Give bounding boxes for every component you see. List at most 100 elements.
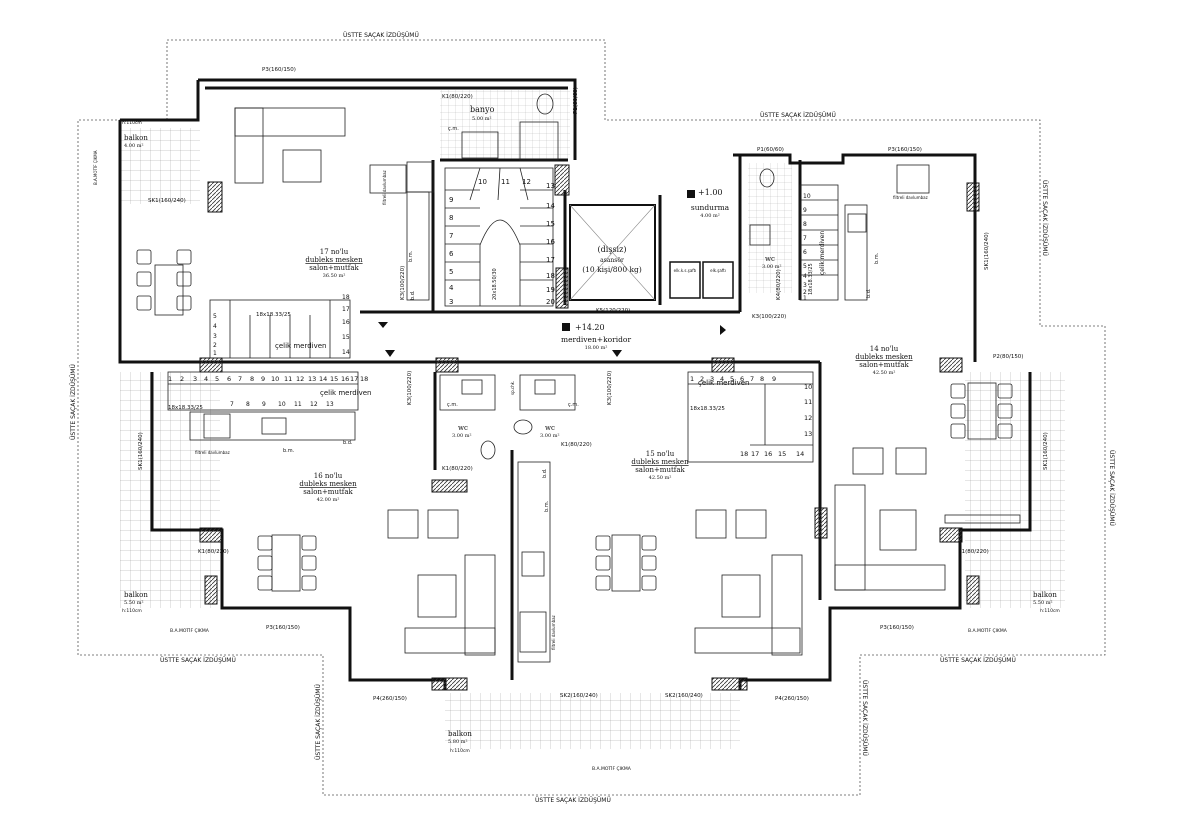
svg-text:P3(160/150): P3(160/150) [880, 625, 914, 631]
banyo-floor [440, 90, 570, 160]
svg-text:K1(80/220): K1(80/220) [442, 466, 473, 472]
svg-text:salon+mutfak: salon+mutfak [859, 361, 909, 369]
h-note-bc: h:110cm [450, 748, 470, 754]
svg-text:9: 9 [449, 196, 453, 204]
eave-right-side: ÜSTTE SAÇAK İZDÜŞÜMÜ [1041, 180, 1048, 256]
svg-text:13: 13 [546, 182, 555, 190]
svg-text:10: 10 [804, 383, 812, 391]
u16-stair-numbers: 1 2 3 4 5 6 7 8 9 10 11 12 13 14 15 16 1… [168, 375, 368, 383]
svg-text:17: 17 [350, 375, 358, 383]
motif-note-bl: B.A.MOTİF ÇIKMA [170, 627, 210, 634]
svg-text:17: 17 [546, 256, 555, 264]
u15-stair-numbers: 1 2 3 4 5 6 7 8 9 10 11 12 13 18 17 16 1… [690, 375, 812, 458]
exterior-walls [118, 78, 1032, 690]
svg-text:12: 12 [804, 414, 812, 422]
svg-text:8: 8 [760, 375, 764, 383]
svg-text:3: 3 [449, 298, 453, 306]
svg-text:4: 4 [449, 284, 454, 292]
svg-text:1: 1 [168, 375, 172, 383]
elevator-label-2: asansör [600, 257, 624, 264]
svg-text:16: 16 [341, 375, 349, 383]
balcony-bl-label: balkon [124, 591, 148, 599]
svg-text:7: 7 [750, 375, 754, 383]
note-cm1: ç.m. [448, 126, 459, 132]
unit-15-label: 15 no'lu dubleks mesken salon+mutfak 42.… [631, 450, 689, 481]
hood-note-4: filtreli davlumbaz [551, 615, 556, 650]
svg-text:16: 16 [764, 450, 772, 458]
svg-text:P1(60/60): P1(60/60) [757, 147, 784, 153]
svg-text:6: 6 [449, 250, 454, 258]
svg-text:7: 7 [238, 375, 242, 383]
h-note-br: h:110cm [1040, 608, 1060, 614]
svg-text:15: 15 [778, 450, 786, 458]
svg-text:5: 5 [215, 375, 219, 383]
u14-stair-numbers: 10 9 8 7 6 5 4 3 2 1 [803, 193, 811, 302]
svg-text:18: 18 [342, 294, 350, 301]
u15-staircase [687, 371, 814, 463]
svg-text:P3(160/150): P3(160/150) [262, 67, 296, 73]
svg-text:9: 9 [772, 375, 776, 383]
svg-text:18: 18 [740, 450, 748, 458]
svg-text:5: 5 [803, 263, 807, 270]
banyo-fixtures [369, 93, 559, 194]
svg-text:14: 14 [342, 349, 350, 356]
svg-text:42.50 m²: 42.50 m² [649, 475, 672, 481]
balcony-tl-label: balkon [124, 134, 148, 142]
main-stair-numbers: 10 11 12 13 9 8 7 6 5 4 3 14 15 16 17 18… [449, 178, 555, 306]
svg-text:ÜSTTE SAÇAK İZDÜŞÜMÜ: ÜSTTE SAÇAK İZDÜŞÜMÜ [343, 32, 419, 39]
u15-furniture [517, 461, 803, 663]
k3-b-code: K3(100/220) [607, 371, 613, 405]
electric-shaft-2 [702, 261, 734, 299]
svg-text:salon+mutfak: salon+mutfak [635, 466, 685, 474]
u17-staircase [209, 299, 351, 359]
svg-text:2: 2 [803, 289, 807, 296]
note-bd2: b.d. [410, 290, 416, 300]
unit-17-label: 17 no'lu dubleks mesken salon+mutfak 36.… [305, 248, 363, 279]
svg-text:13: 13 [804, 430, 812, 438]
h-note-tl: h:110cm [122, 120, 142, 126]
k4-code: K4(80/220) [776, 269, 782, 300]
svg-text:3: 3 [193, 375, 197, 383]
h-note-bl: h:110cm [122, 608, 142, 614]
electric-shaft [669, 261, 701, 299]
motif-note-tl: B.A.MOTİF ÇIKMA [93, 150, 98, 185]
note-bm3: b.m. [874, 252, 880, 264]
note-bm4: b.m. [544, 500, 550, 512]
svg-text:7: 7 [449, 232, 453, 240]
svg-text:13: 13 [326, 401, 334, 408]
wc-fixtures [439, 168, 775, 460]
door-codes: P3(160/150) K1(80/220) P1(60/60) SK1(160… [138, 67, 1049, 702]
u16-celik-merdiven: çelik merdiven [320, 389, 371, 397]
svg-text:17 no'lu: 17 no'lu [320, 248, 349, 256]
svg-text:17: 17 [751, 450, 759, 458]
svg-text:4: 4 [803, 273, 807, 280]
note-cm3: ç.m. [568, 402, 579, 408]
svg-text:4: 4 [213, 323, 217, 330]
svg-text:16: 16 [546, 238, 555, 246]
svg-text:SK2(160/240): SK2(160/240) [665, 693, 703, 699]
svg-text:14: 14 [796, 450, 804, 458]
balcony-bottom-center-floor [445, 693, 740, 749]
svg-text:3: 3 [803, 282, 807, 289]
motif-note-bc: B.A.MOTİF ÇIKMA [592, 765, 632, 772]
note-bm2: b.m. [408, 250, 414, 262]
unit-16-label: 16 no'lu dubleks mesken salon+mutfak 42.… [299, 472, 357, 503]
svg-text:16 no'lu: 16 no'lu [314, 472, 343, 480]
p1-banyo-code: P1(60/60) [573, 87, 579, 114]
balcony-bc-area: 5.80 m² [448, 739, 467, 745]
svg-text:14: 14 [546, 202, 555, 210]
hood-note-1: filtreli davlumbaz [195, 450, 230, 455]
svg-text:10: 10 [271, 375, 279, 383]
eave-bottom-right-side: ÜSTTE SAÇAK İZDÜŞÜMÜ [861, 680, 868, 756]
banyo-label: banyo [470, 105, 495, 114]
svg-text:8: 8 [250, 375, 254, 383]
note-bm1: b.m. [283, 448, 295, 454]
svg-text:ÜSTTE SAÇAK İZDÜŞÜMÜ: ÜSTTE SAÇAK İZDÜŞÜMÜ [940, 657, 1016, 664]
svg-text:11: 11 [804, 398, 812, 406]
svg-text:12: 12 [296, 375, 304, 383]
u14-staircase [799, 184, 839, 301]
svg-text:12: 12 [310, 401, 318, 408]
hood-note-3: filtreli davlumbaz [382, 170, 387, 205]
svg-text:P2(80/150): P2(80/150) [993, 354, 1023, 360]
balcony-bc-label: balkon [448, 730, 472, 738]
